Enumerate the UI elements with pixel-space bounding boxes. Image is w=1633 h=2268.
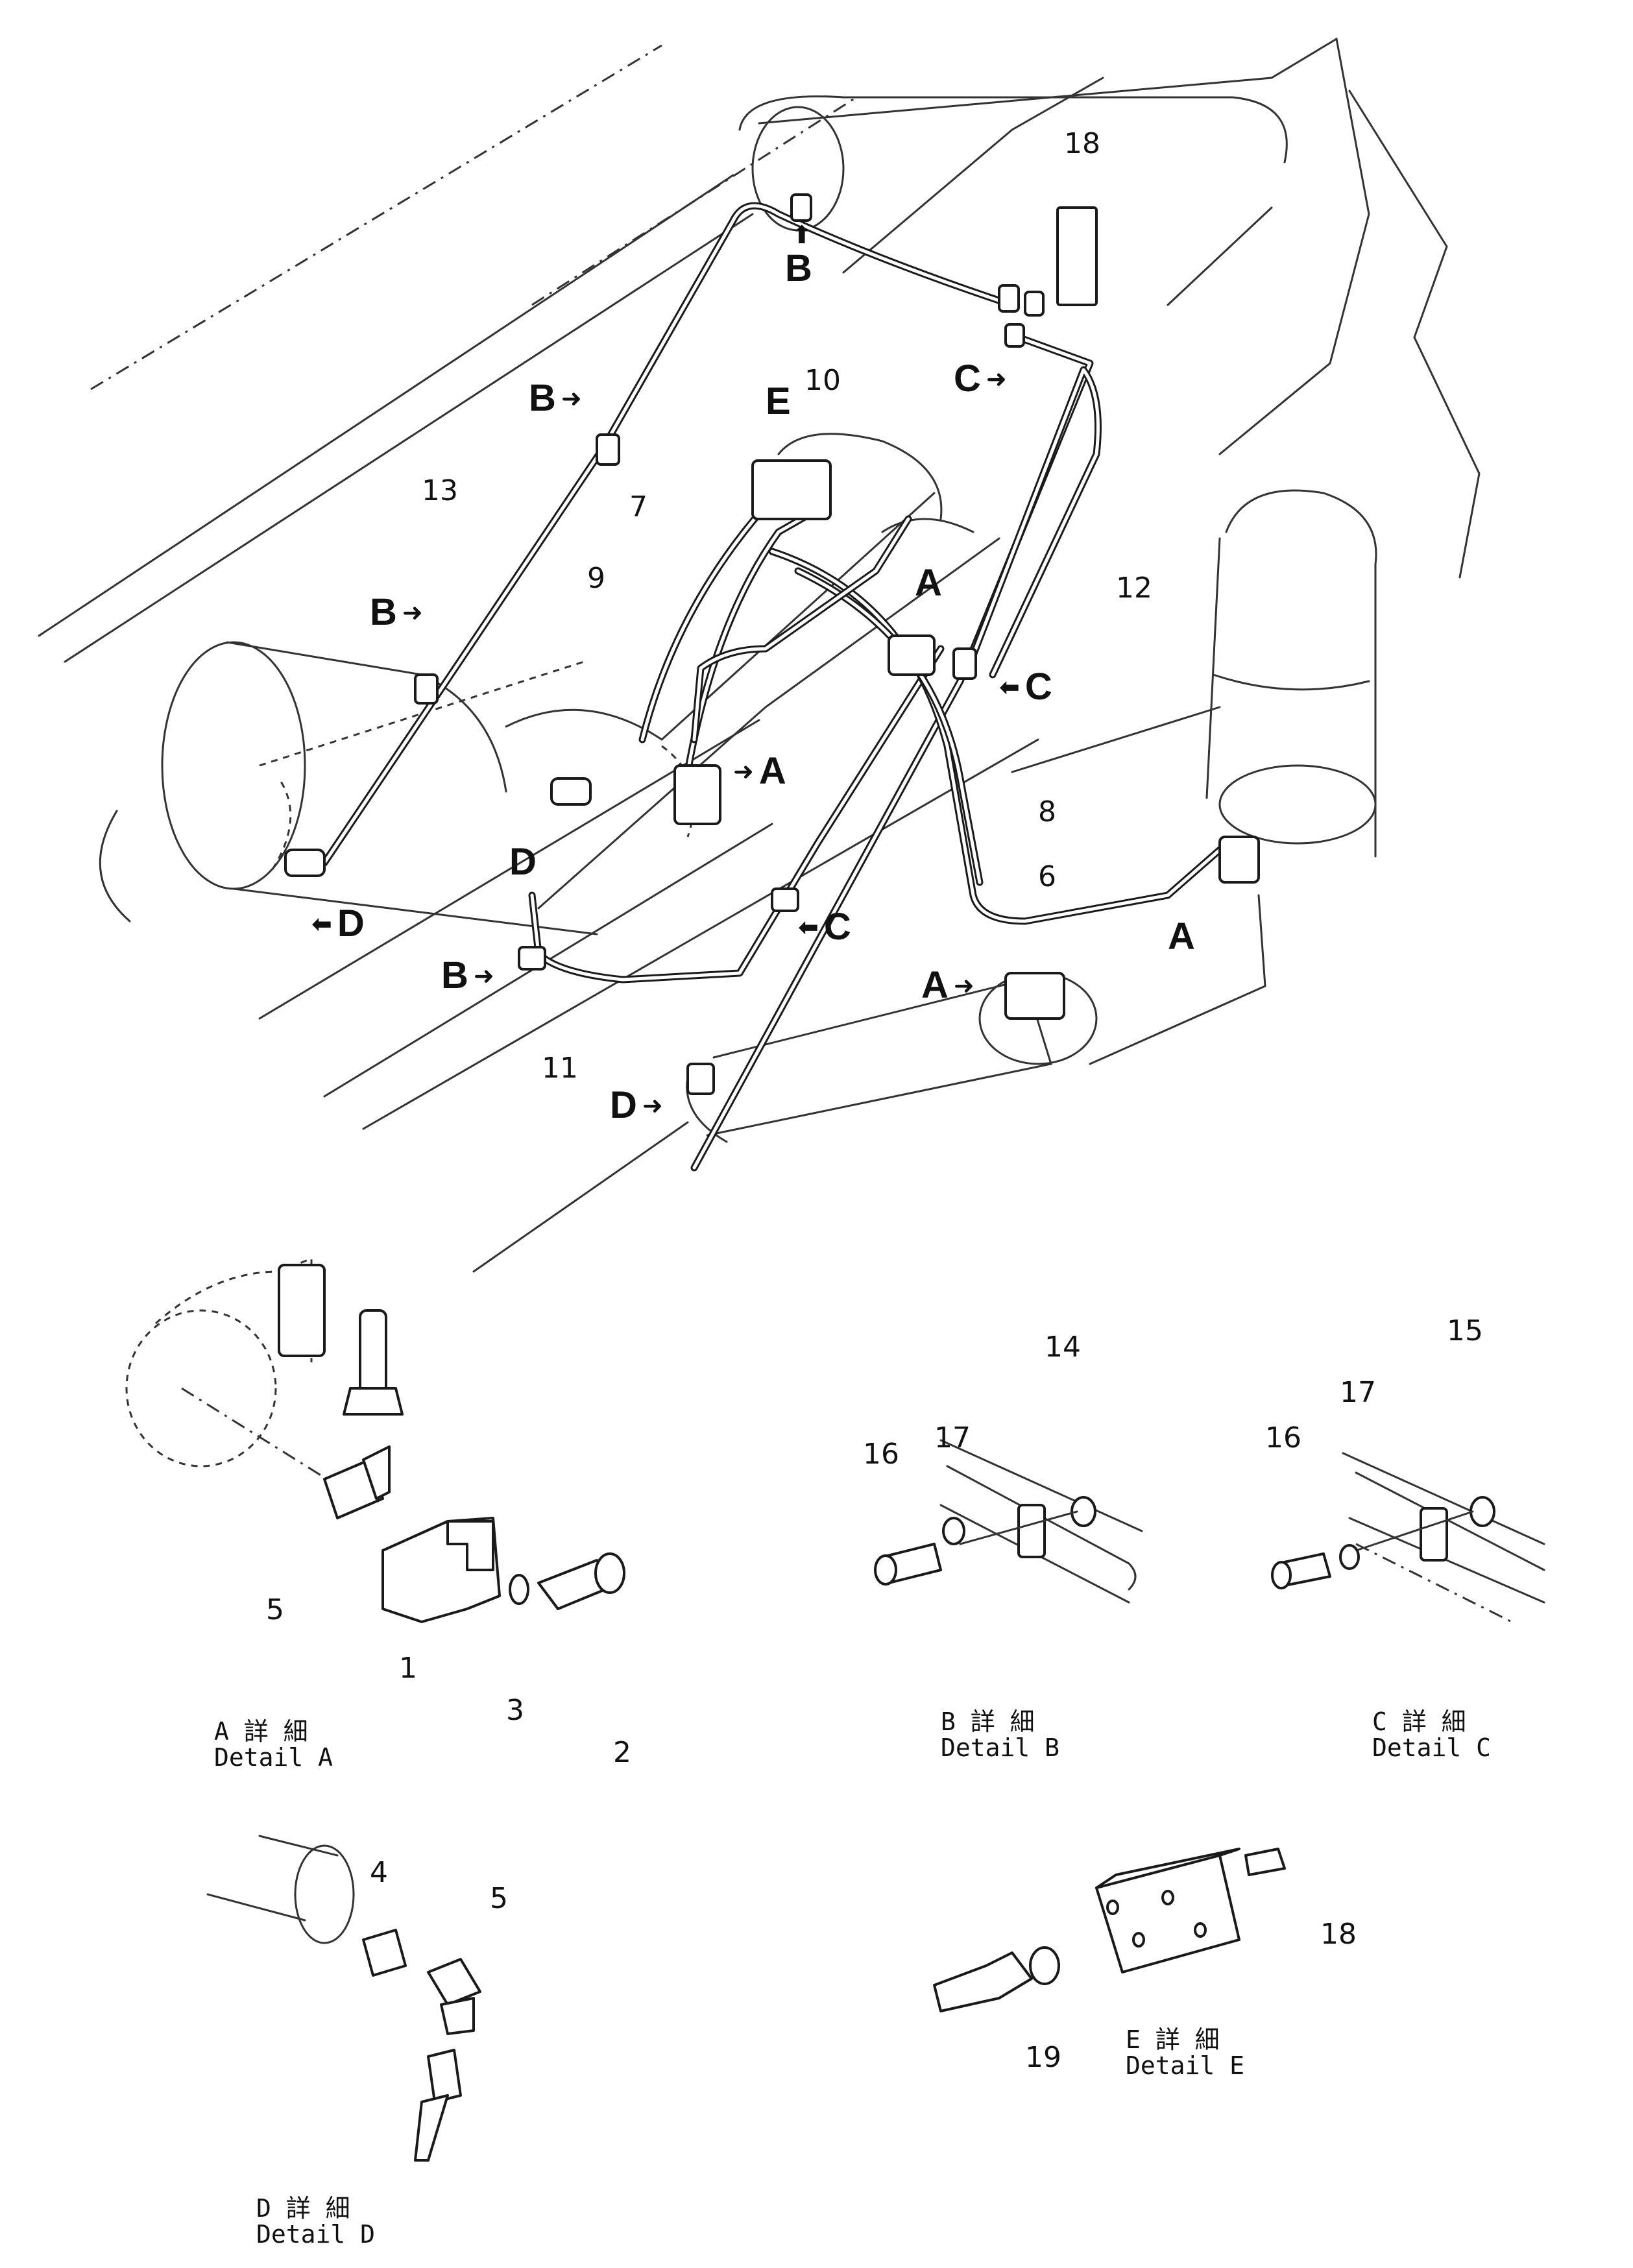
hydraulic-pipes [321, 202, 1224, 1172]
detail-a-caption: A 詳 細 Detail A [214, 1719, 333, 1771]
detail-a-caption-symbol: A 詳 細 [214, 1717, 308, 1746]
arrow-right-icon: ➜ [473, 961, 494, 990]
main-fittings [284, 193, 1260, 1095]
part-number-9: 9 [587, 562, 605, 595]
detail-a-part-3: 3 [506, 1694, 524, 1727]
detail-d-part-5: 5 [490, 1882, 508, 1915]
part-number-8: 8 [1038, 795, 1056, 828]
callout-b-mid: B ➜ [370, 591, 423, 633]
detail-c-caption-symbol: C 詳 細 [1372, 1707, 1466, 1736]
callout-b-low: B ➜ [441, 954, 494, 996]
detail-d-drawing [206, 1835, 481, 2162]
detail-b-caption-text: Detail B [941, 1733, 1060, 1762]
detail-b-drawing [874, 1439, 1143, 1604]
callout-e: E [766, 380, 791, 422]
part-number-13: 13 [422, 474, 458, 507]
detail-a-part-1: 1 [399, 1652, 417, 1685]
callout-c-low: ⬅ C [798, 906, 851, 948]
detail-a-drawing [125, 1257, 625, 1623]
detail-b-part-17: 17 [934, 1421, 971, 1454]
detail-b-part-14: 14 [1045, 1331, 1081, 1364]
detail-c-drawing [1271, 1452, 1545, 1623]
detail-a-part-2: 2 [613, 1736, 631, 1769]
callout-c-right: ⬅ C [999, 666, 1052, 708]
arrow-up-icon: ⬆ [792, 221, 812, 249]
detail-c-part-15: 15 [1447, 1314, 1483, 1347]
detail-e-part-18: 18 [1320, 1918, 1357, 1951]
detail-d-caption: D 詳 細 Detail D [256, 2194, 376, 2249]
boom-frame-outline [38, 37, 1481, 1273]
callout-d-left: ⬅ D [311, 902, 365, 945]
detail-e-caption: E 詳 細 Detail E [1126, 2027, 1244, 2079]
arrow-left-icon: ⬅ [798, 913, 819, 941]
callout-a-upper: A [915, 562, 942, 604]
detail-d-part-4: 4 [370, 1856, 388, 1889]
detail-b-caption: B 詳 細 Detail B [941, 1709, 1059, 1761]
callout-c-top: C ➜ [954, 357, 1007, 400]
detail-e-part-19: 19 [1025, 2041, 1061, 2074]
detail-e-drawing [933, 1848, 1286, 2012]
callout-b-top: ⬆ B [785, 221, 812, 289]
detail-e-caption-symbol: E 詳 細 [1126, 2025, 1220, 2054]
part-number-10: 10 [804, 364, 841, 397]
arrow-right-icon: ➜ [642, 1091, 663, 1120]
arrow-right-icon: ➜ [402, 598, 423, 627]
detail-c-caption-text: Detail C [1372, 1733, 1492, 1762]
part-number-18-main: 18 [1064, 127, 1100, 160]
arrow-left-icon: ⬅ [999, 673, 1020, 701]
detail-b-caption-symbol: B 詳 細 [941, 1707, 1035, 1736]
part-number-12: 12 [1116, 572, 1152, 605]
detail-e-caption-text: Detail E [1126, 2051, 1245, 2080]
callout-d-bottom: D ➜ [610, 1084, 663, 1126]
part-number-7: 7 [629, 490, 647, 524]
callout-b-upper: B ➜ [529, 377, 582, 419]
callout-a-center: ➜ A [733, 750, 786, 792]
detail-a-part-5: 5 [266, 1593, 284, 1626]
detail-c-caption: C 詳 細 Detail C [1372, 1709, 1491, 1761]
arrow-right-icon: ➜ [986, 365, 1007, 393]
detail-a-caption-text: Detail A [214, 1743, 333, 1772]
part-number-11: 11 [542, 1052, 578, 1085]
detail-c-part-17: 17 [1340, 1376, 1376, 1409]
part-number-6: 6 [1038, 860, 1056, 893]
detail-d-caption-symbol: D 詳 細 [256, 2194, 350, 2223]
detail-d-caption-text: Detail D [256, 2219, 376, 2249]
callout-d-center: D [509, 841, 537, 883]
detail-c-part-16: 16 [1265, 1421, 1301, 1454]
arrow-right-icon: ➜ [953, 971, 974, 1000]
arrow-left-icon: ⬅ [311, 910, 332, 938]
arrow-right-icon: ➜ [561, 384, 582, 413]
detail-b-part-16: 16 [863, 1438, 899, 1471]
arrow-right-icon: ➜ [733, 757, 754, 786]
callout-a-right: A [1168, 915, 1195, 958]
callout-a-low: A ➜ [921, 964, 974, 1006]
